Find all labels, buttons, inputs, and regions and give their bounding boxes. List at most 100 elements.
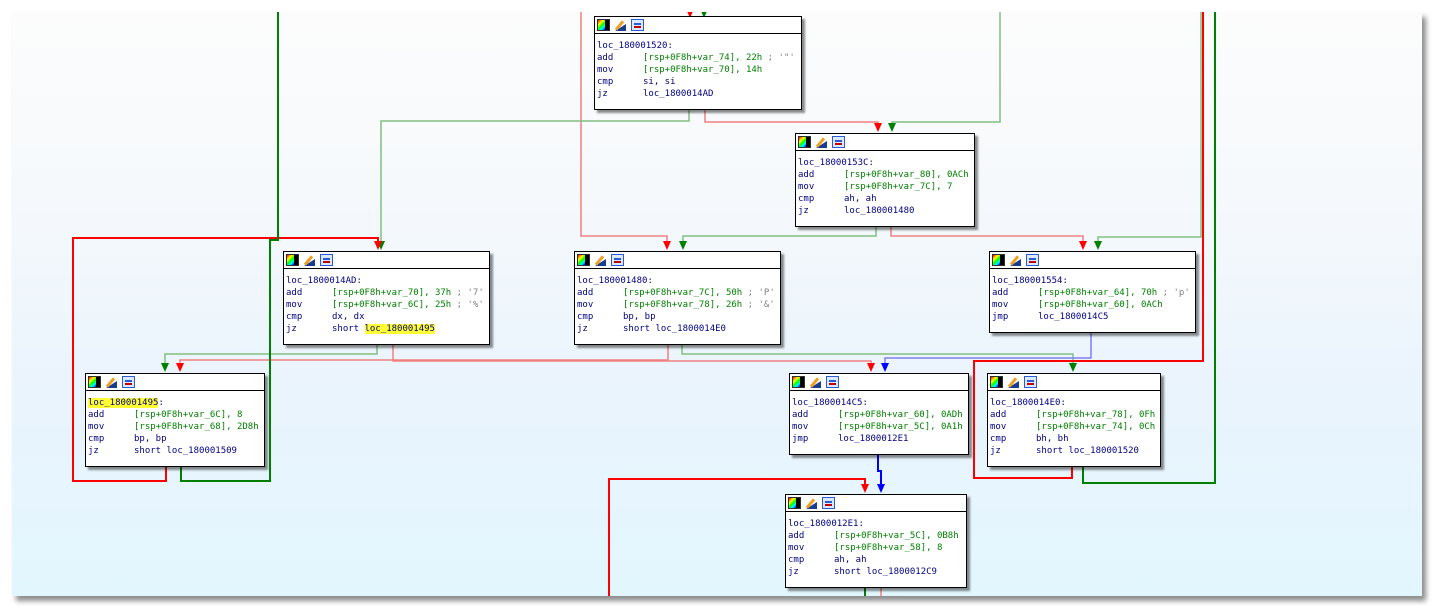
instruction-line[interactable]: add[rsp+0F8h+var_74], 22h ; '"' — [597, 52, 799, 64]
operand[interactable]: short loc_1800014E0 — [623, 324, 726, 334]
edit-pencil-icon[interactable] — [105, 376, 118, 388]
instruction-line[interactable]: add[rsp+0F8h+var_6C], 8 — [88, 409, 262, 421]
graph-overview-icon[interactable] — [822, 497, 835, 509]
instruction-line[interactable]: mov[rsp+0F8h+var_6C], 25h ; '%' — [286, 299, 487, 311]
color-palette-icon[interactable] — [798, 136, 811, 148]
operand[interactable]: short loc_180001509 — [134, 446, 237, 456]
block-label[interactable]: loc_18000153C: — [798, 158, 874, 168]
graph-overview-icon[interactable] — [1024, 376, 1037, 388]
edge-14E0-to-offscreen[interactable] — [1082, 12, 1216, 484]
edit-pencil-icon[interactable] — [614, 19, 627, 31]
block-label[interactable]: loc_180001480: — [577, 276, 653, 286]
edge-14AD-to-14C5[interactable] — [392, 343, 872, 370]
operand[interactable]: loc_1800012E1 — [838, 434, 909, 444]
graph-overview-icon[interactable] — [826, 376, 839, 388]
edge-offscreen-to-1554[interactable] — [1097, 12, 1202, 248]
graph-overview-icon[interactable] — [320, 254, 333, 266]
instruction-line[interactable]: mov[rsp+0F8h+var_78], 26h ; '&' — [577, 299, 778, 311]
edge-1520-to-153C[interactable] — [704, 108, 879, 130]
graph-node-loc_18000153C[interactable]: loc_18000153C:add[rsp+0F8h+var_80], 0ACh… — [795, 133, 975, 227]
edge-1480-to-14E0[interactable] — [681, 343, 1074, 370]
edge-1480-to-1495[interactable] — [179, 343, 669, 370]
edit-pencil-icon[interactable] — [1007, 376, 1020, 388]
block-label[interactable]: loc_180001495 — [88, 398, 159, 408]
graph-overview-icon[interactable] — [1026, 254, 1039, 266]
block-label[interactable]: loc_180001520: — [597, 41, 673, 51]
color-palette-icon[interactable] — [286, 254, 299, 266]
block-label[interactable]: loc_180001554: — [992, 276, 1068, 286]
edge-14C5-to-12E1[interactable] — [877, 453, 882, 491]
edit-pencil-icon[interactable] — [303, 254, 316, 266]
edit-pencil-icon[interactable] — [594, 254, 607, 266]
instruction-line[interactable]: mov[rsp+0F8h+var_68], 2D8h — [88, 421, 262, 433]
graph-canvas[interactable]: loc_180001520:add[rsp+0F8h+var_74], 22h … — [12, 12, 1422, 596]
edge-offscreen-to-14E0-loop[interactable] — [973, 12, 1204, 479]
edge-offscreen-to-153C[interactable] — [891, 12, 1001, 130]
edit-pencil-icon[interactable] — [1009, 254, 1022, 266]
instruction-line[interactable]: mov[rsp+0F8h+var_70], 14h — [597, 64, 799, 76]
graph-node-loc_1800014C5[interactable]: loc_1800014C5:add[rsp+0F8h+var_60], 0ADh… — [789, 373, 969, 455]
instruction-line[interactable]: add[rsp+0F8h+var_5C], 0B8h — [788, 530, 964, 542]
operand[interactable]: loc_1800014C5 — [1038, 312, 1109, 322]
color-palette-icon[interactable] — [577, 254, 590, 266]
graph-overview-icon[interactable] — [631, 19, 644, 31]
edit-pencil-icon[interactable] — [805, 497, 818, 509]
operand[interactable]: loc_180001480 — [844, 206, 915, 216]
edit-pencil-icon[interactable] — [809, 376, 822, 388]
edge-1554-to-14C5[interactable] — [884, 331, 1092, 370]
edge-1520-to-14AD[interactable] — [380, 108, 690, 248]
instruction-line[interactable]: mov[rsp+0F8h+var_74], 0Ch — [990, 421, 1158, 433]
edge-153C-to-1554[interactable] — [890, 225, 1084, 248]
edge-1495-to-14AD[interactable] — [72, 237, 379, 482]
instruction-line[interactable]: add[rsp+0F8h+var_70], 37h ; '7' — [286, 287, 487, 299]
color-palette-icon[interactable] — [597, 19, 610, 31]
instruction-line[interactable]: add[rsp+0F8h+var_64], 70h ; 'p' — [992, 287, 1193, 299]
color-palette-icon[interactable] — [792, 376, 805, 388]
block-label[interactable]: loc_1800012E1: — [788, 519, 864, 529]
instruction-line[interactable]: mov[rsp+0F8h+var_5C], 0A1h — [792, 421, 966, 433]
graph-node-loc_1800012E1[interactable]: loc_1800012E1:add[rsp+0F8h+var_5C], 0B8h… — [785, 494, 967, 588]
operand[interactable]: short loc_1800012C9 — [834, 567, 937, 577]
graph-node-loc_1800014AD[interactable]: loc_1800014AD:add[rsp+0F8h+var_70], 37h … — [283, 251, 490, 345]
color-palette-icon[interactable] — [788, 497, 801, 509]
operand[interactable]: short loc_180001520 — [1036, 446, 1139, 456]
edge-153C-to-1480[interactable] — [682, 225, 877, 248]
graph-overview-icon[interactable] — [122, 376, 135, 388]
block-label[interactable]: loc_1800014E0: — [990, 398, 1066, 408]
instruction-line[interactable]: mov[rsp+0F8h+var_7C], 7 — [798, 181, 972, 193]
graph-node-loc_180001480[interactable]: loc_180001480:add[rsp+0F8h+var_7C], 50h … — [574, 251, 781, 345]
block-label[interactable]: loc_1800014C5: — [792, 398, 868, 408]
edit-pencil-icon[interactable] — [815, 136, 828, 148]
operand[interactable]: loc_1800014AD — [643, 89, 714, 99]
instruction-line[interactable]: add[rsp+0F8h+var_60], 0ADh — [792, 409, 966, 421]
graph-node-loc_180001554[interactable]: loc_180001554:add[rsp+0F8h+var_64], 70h … — [989, 251, 1196, 333]
operand[interactable]: loc_180001495 — [364, 324, 435, 334]
instruction-line[interactable]: add[rsp+0F8h+var_80], 0ACh — [798, 169, 972, 181]
color-palette-icon[interactable] — [990, 376, 1003, 388]
edge-1495-to-offscreen[interactable] — [180, 12, 279, 482]
instruction-line[interactable]: add[rsp+0F8h+var_78], 0Fh — [990, 409, 1158, 421]
graph-overview-icon[interactable] — [832, 136, 845, 148]
instruction-line[interactable]: mov[rsp+0F8h+var_58], 8 — [788, 542, 964, 554]
instruction-line[interactable]: mov[rsp+0F8h+var_60], 0ACh — [992, 299, 1193, 311]
block-label[interactable]: loc_1800014AD: — [286, 276, 362, 286]
graph-node-loc_180001520[interactable]: loc_180001520:add[rsp+0F8h+var_74], 22h … — [594, 16, 802, 110]
